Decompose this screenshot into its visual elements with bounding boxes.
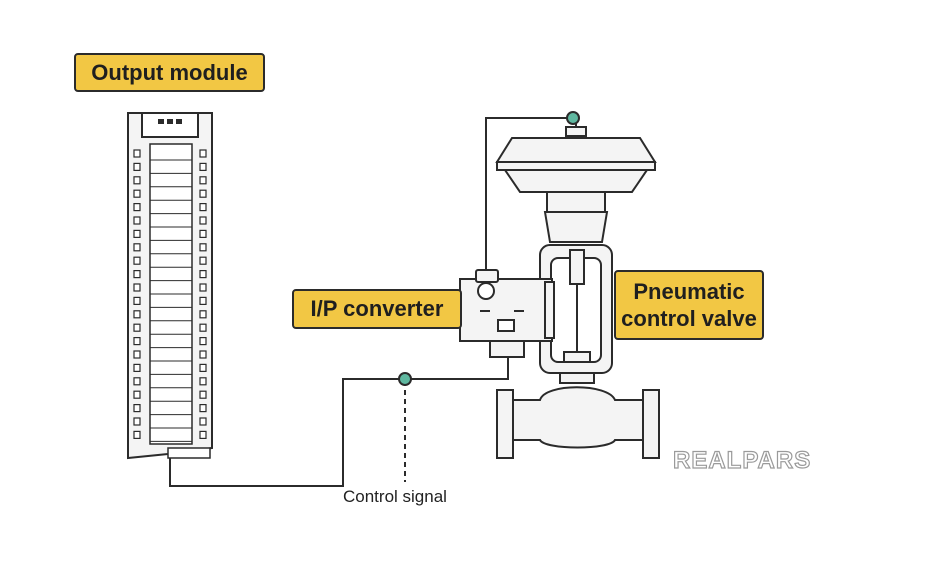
terminal-led-right [199, 149, 207, 158]
terminal-led-right [199, 256, 207, 265]
terminal-led-left [133, 189, 141, 198]
terminal-led-left [133, 430, 141, 439]
terminal-led-right [199, 404, 207, 413]
pneumatic-control-valve-label: Pneumatic control valve [614, 270, 764, 340]
terminal-led-left [133, 203, 141, 212]
control-wiring [169, 117, 573, 487]
terminal-led-right [199, 363, 207, 372]
terminal-led-left [133, 337, 141, 346]
terminal-led-right [199, 390, 207, 399]
pneumatic-control-valve [495, 118, 660, 459]
realpars-logo: REALPARS [672, 446, 812, 474]
terminal-led-right [199, 203, 207, 212]
terminal-led-left [133, 243, 141, 252]
terminal-led-left [133, 296, 141, 305]
ip-converter-label: I/P converter [292, 289, 462, 329]
terminal-led-right [199, 229, 207, 238]
terminal-led-right [199, 216, 207, 225]
terminal-led-left [133, 323, 141, 332]
terminal-led-left [133, 417, 141, 426]
terminal-led-right [199, 243, 207, 252]
terminal-led-right [199, 337, 207, 346]
ip-converter [459, 269, 555, 358]
terminal-led-right [199, 323, 207, 332]
terminal-led-left [133, 216, 141, 225]
terminal-led-right [199, 176, 207, 185]
terminal-led-left [133, 377, 141, 386]
terminal-led-right [199, 350, 207, 359]
terminal-led-left [133, 350, 141, 359]
terminal-led-right [199, 417, 207, 426]
terminal-led-left [133, 149, 141, 158]
terminal-led-left [133, 390, 141, 399]
terminal-led-left [133, 176, 141, 185]
terminal-led-left [133, 404, 141, 413]
terminal-led-right [199, 296, 207, 305]
output-module-label: Output module [74, 53, 265, 92]
valve-label-line-2: control valve [621, 306, 757, 331]
terminal-led-left [133, 270, 141, 279]
module-terminal-rows [133, 149, 207, 442]
terminal-led-right [199, 310, 207, 319]
terminal-led-left [133, 283, 141, 292]
terminal-led-right [199, 430, 207, 439]
valve-label-line-1: Pneumatic [633, 279, 745, 304]
signal-connection-dot [398, 372, 412, 386]
terminal-led-right [199, 162, 207, 171]
terminal-led-left [133, 310, 141, 319]
terminal-led-left [133, 363, 141, 372]
terminal-led-right [199, 377, 207, 386]
terminal-led-left [133, 162, 141, 171]
terminal-led-right [199, 189, 207, 198]
terminal-led-left [133, 229, 141, 238]
terminal-led-right [199, 283, 207, 292]
terminal-led-right [199, 270, 207, 279]
air-connection-dot [566, 111, 580, 125]
output-module [127, 112, 213, 460]
control-signal-label: Control signal [343, 487, 447, 506]
terminal-led-left [133, 256, 141, 265]
